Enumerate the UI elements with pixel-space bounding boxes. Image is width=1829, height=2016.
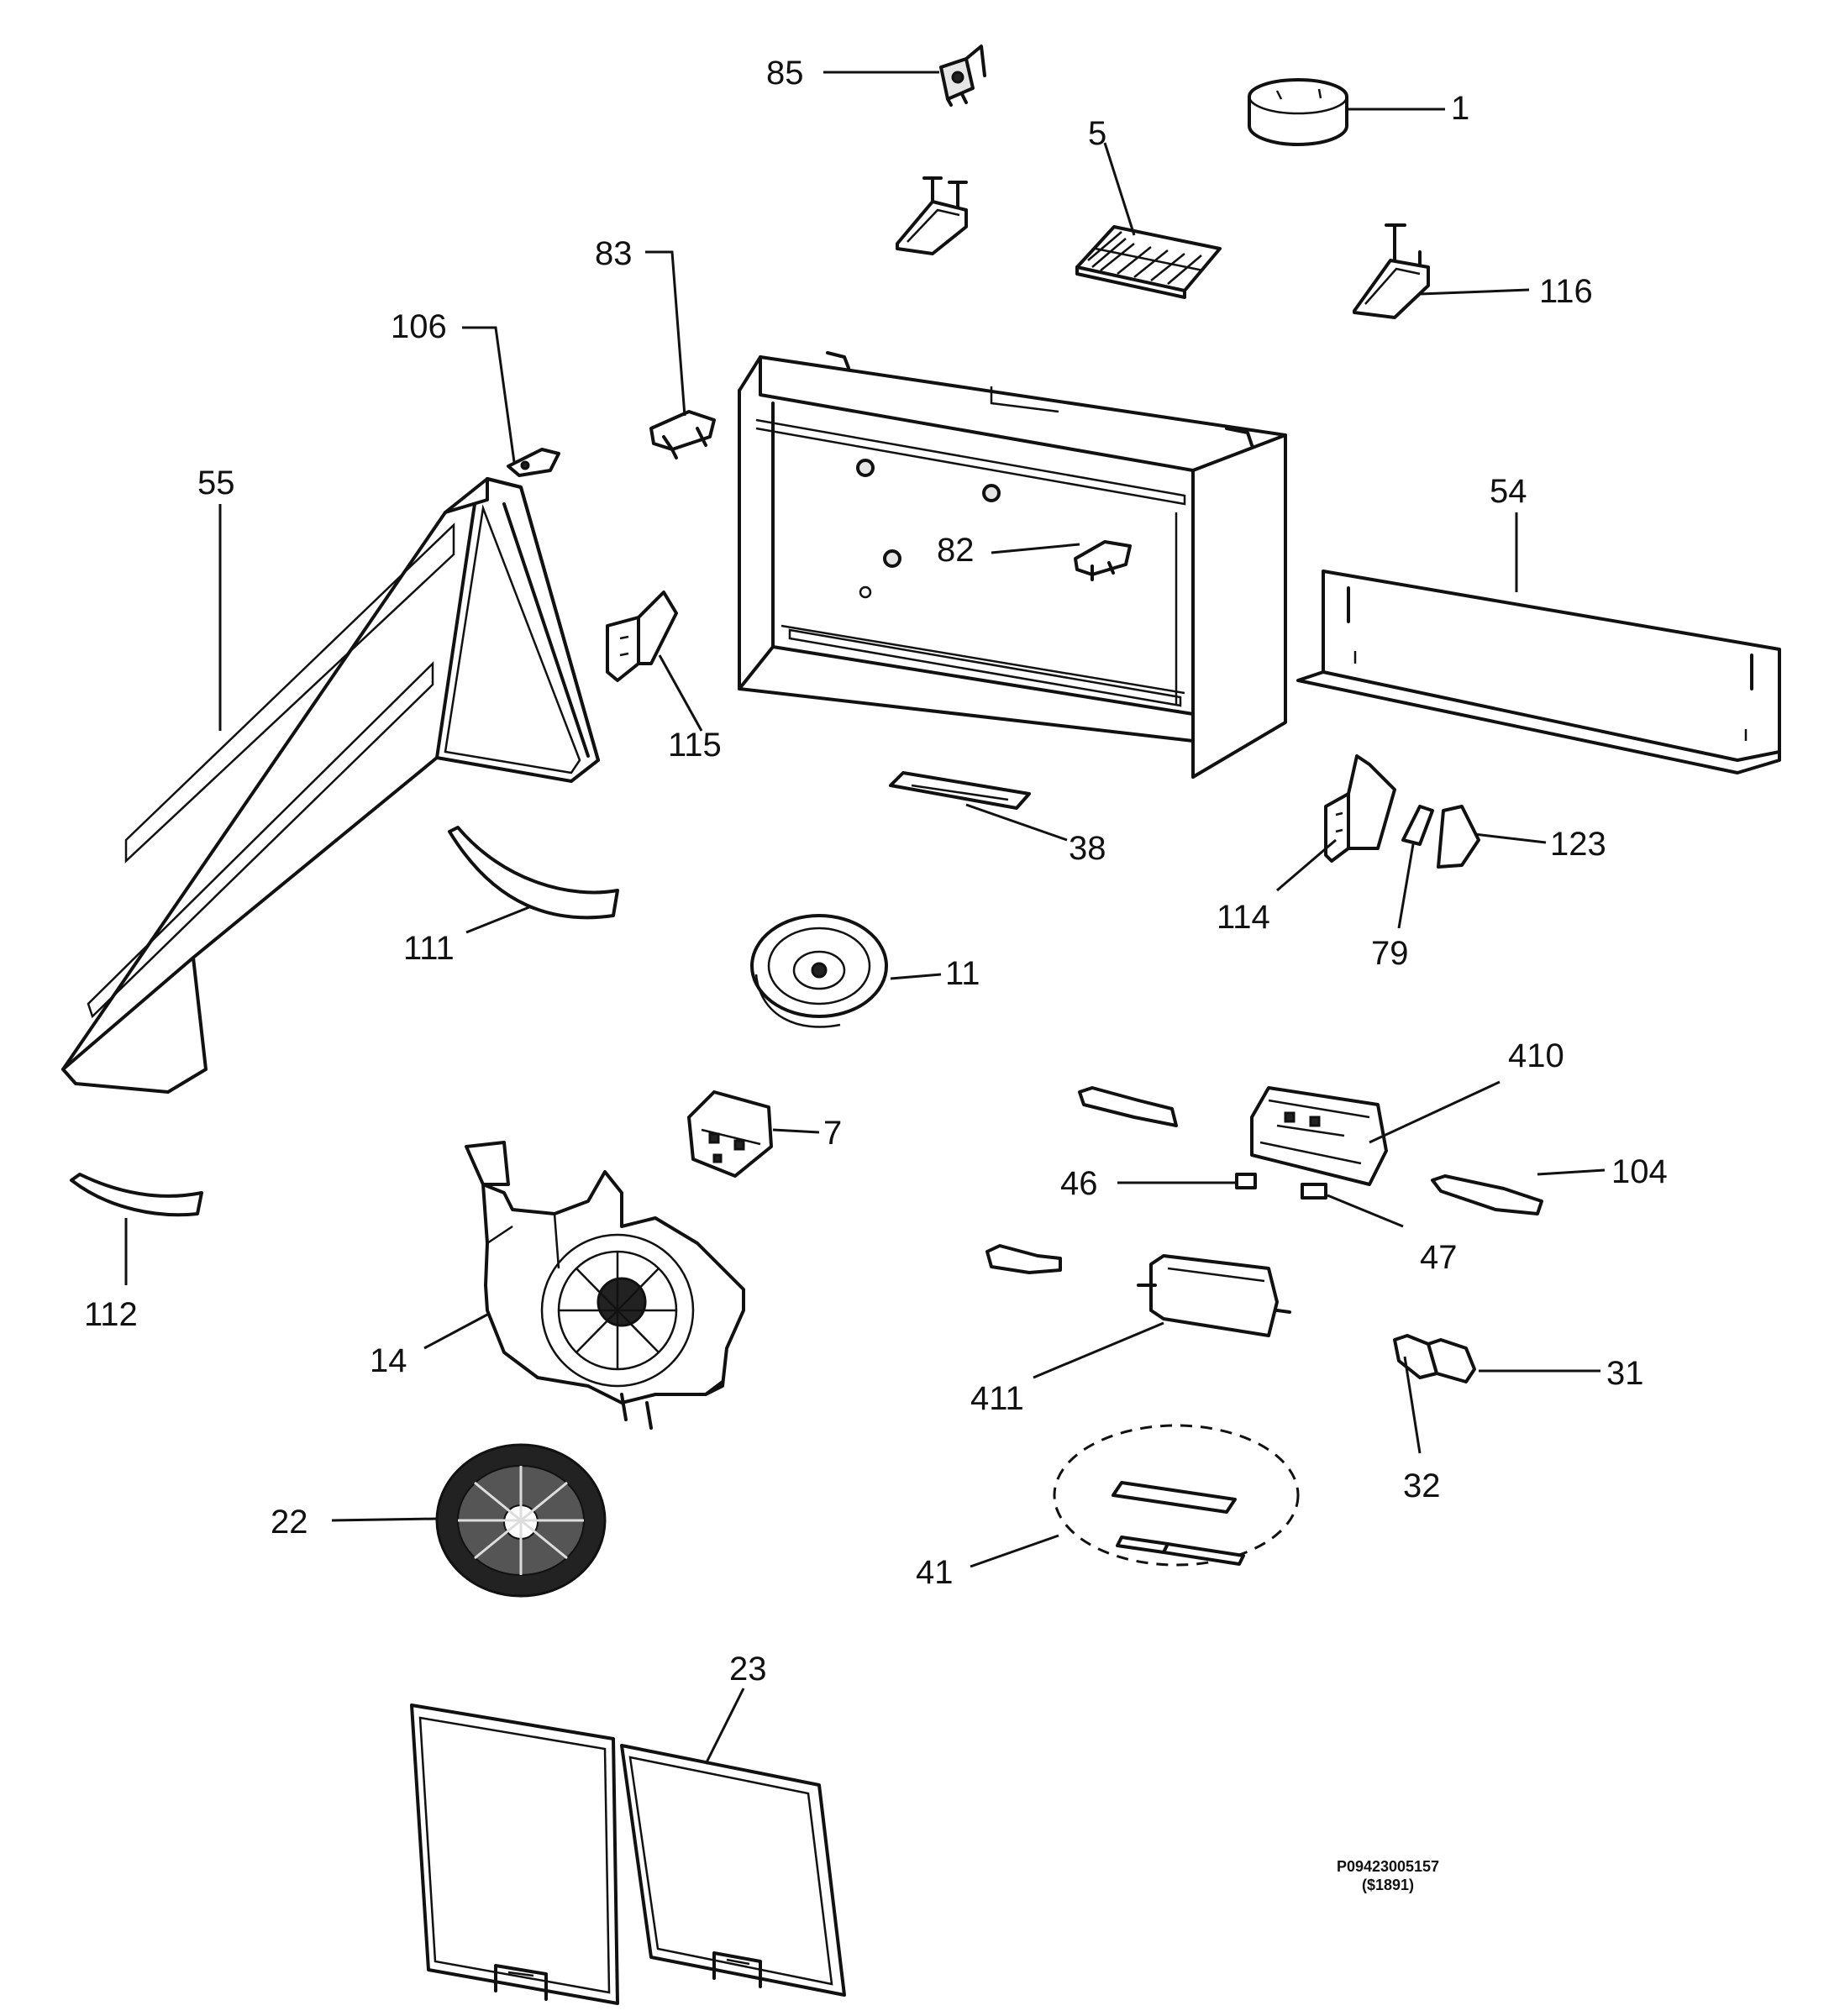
callout-labels: 85 1 5 83 116 106 55 54 82 115 38 123 11… bbox=[84, 55, 1668, 1688]
lamp-unit bbox=[1078, 1086, 1178, 1127]
lamp-left bbox=[985, 1244, 1062, 1274]
label-106: 106 bbox=[391, 308, 447, 345]
drawing-price: ($1891) bbox=[1362, 1877, 1414, 1893]
part-83-clip bbox=[649, 410, 716, 459]
label-114: 114 bbox=[1217, 899, 1270, 936]
part-31-lamp bbox=[1427, 1338, 1476, 1383]
label-7: 7 bbox=[823, 1115, 842, 1152]
part-111-trim bbox=[448, 826, 619, 920]
part-32-lamp-holder bbox=[1393, 1334, 1438, 1379]
mounting-bracket-left bbox=[896, 176, 968, 255]
label-5: 5 bbox=[1088, 115, 1106, 152]
part-116-bracket bbox=[1353, 223, 1430, 319]
part-5-grille bbox=[1075, 225, 1222, 299]
label-46: 46 bbox=[1060, 1165, 1098, 1202]
label-82: 82 bbox=[937, 532, 975, 569]
label-1: 1 bbox=[1451, 90, 1469, 127]
label-123: 123 bbox=[1550, 826, 1606, 863]
leader-lines bbox=[124, 71, 1606, 1765]
part-411-driver bbox=[1137, 1254, 1291, 1337]
part-22-carbon-filter bbox=[435, 1443, 607, 1598]
hood-housing bbox=[738, 351, 1287, 779]
part-1-collar bbox=[1248, 78, 1348, 146]
label-23: 23 bbox=[729, 1651, 767, 1688]
label-410: 410 bbox=[1508, 1037, 1564, 1074]
part-55-chimney bbox=[61, 477, 600, 1094]
part-41-group bbox=[1053, 1424, 1300, 1567]
part-47-connector bbox=[1301, 1183, 1327, 1200]
label-41: 41 bbox=[916, 1554, 954, 1591]
label-83: 83 bbox=[595, 235, 633, 272]
label-38: 38 bbox=[1069, 830, 1106, 867]
part-7-block bbox=[687, 1090, 773, 1178]
label-11: 11 bbox=[945, 955, 980, 992]
part-410-board bbox=[1250, 1086, 1388, 1186]
label-116: 116 bbox=[1539, 273, 1593, 310]
drawing-code: P09423005157 bbox=[1337, 1858, 1439, 1875]
label-112: 112 bbox=[84, 1296, 138, 1333]
part-14-blower bbox=[465, 1141, 745, 1430]
part-115-bracket bbox=[606, 591, 678, 682]
label-47: 47 bbox=[1420, 1239, 1458, 1276]
part-123-plate bbox=[1437, 805, 1480, 869]
part-114-bracket bbox=[1324, 754, 1396, 863]
part-54-front-panel bbox=[1296, 570, 1781, 774]
drawing-reference: P09423005157 ($1891) bbox=[1337, 1858, 1439, 1893]
label-32: 32 bbox=[1403, 1467, 1441, 1504]
label-115: 115 bbox=[668, 727, 722, 764]
part-104-light bbox=[1431, 1174, 1543, 1215]
part-46-connector bbox=[1235, 1173, 1257, 1189]
label-111: 111 bbox=[403, 930, 455, 967]
label-54: 54 bbox=[1490, 473, 1527, 510]
part-85-hook bbox=[939, 45, 986, 107]
label-79: 79 bbox=[1371, 935, 1409, 972]
label-411: 411 bbox=[970, 1380, 1024, 1417]
part-23-grease-filters bbox=[410, 1704, 846, 2005]
label-14: 14 bbox=[370, 1342, 407, 1379]
part-38-plate bbox=[889, 771, 1031, 810]
part-106-clip bbox=[507, 448, 560, 477]
label-85: 85 bbox=[766, 55, 804, 92]
part-11-fan-wheel bbox=[750, 914, 888, 1028]
part-79-clip bbox=[1401, 805, 1434, 846]
label-22: 22 bbox=[271, 1504, 308, 1541]
part-112-trim bbox=[70, 1173, 203, 1217]
label-55: 55 bbox=[197, 465, 235, 501]
label-104: 104 bbox=[1611, 1153, 1668, 1190]
part-82-clip bbox=[1074, 540, 1132, 581]
label-31: 31 bbox=[1606, 1355, 1644, 1392]
